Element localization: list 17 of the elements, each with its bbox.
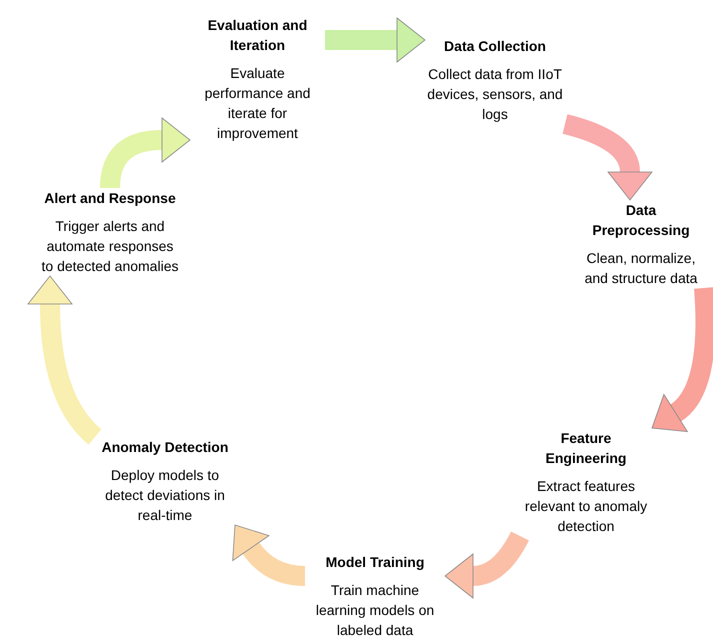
step-title: Model Training bbox=[326, 553, 424, 572]
step-description: Evaluate performance and iterate for improvement bbox=[204, 64, 312, 143]
step-description: Collect data from IIoT devices, sensors, and logs bbox=[426, 65, 564, 124]
step-description: Train machine learning models on labeled data bbox=[314, 581, 436, 637]
block-arrow bbox=[325, 18, 426, 62]
step-description: Extract features relevant to anomaly detection bbox=[524, 477, 648, 536]
step-description: Clean, normalize, and structure data bbox=[584, 249, 698, 288]
step-title: Alert and Response bbox=[44, 189, 176, 208]
step-title: Anomaly Detection bbox=[102, 438, 228, 457]
block-arrow bbox=[100, 118, 190, 188]
step-description: Trigger alerts and automate responses to detected anomalies bbox=[40, 217, 180, 276]
block-arrow bbox=[653, 287, 713, 431]
step-title: Data Collection bbox=[444, 37, 546, 56]
step-title: Data Preprocessing bbox=[591, 201, 691, 240]
step-description: Deploy models to detect deviations in real-time bbox=[104, 466, 226, 525]
step-title: Feature Engineering bbox=[544, 429, 628, 468]
step-title: Evaluation and Iteration bbox=[206, 16, 308, 55]
